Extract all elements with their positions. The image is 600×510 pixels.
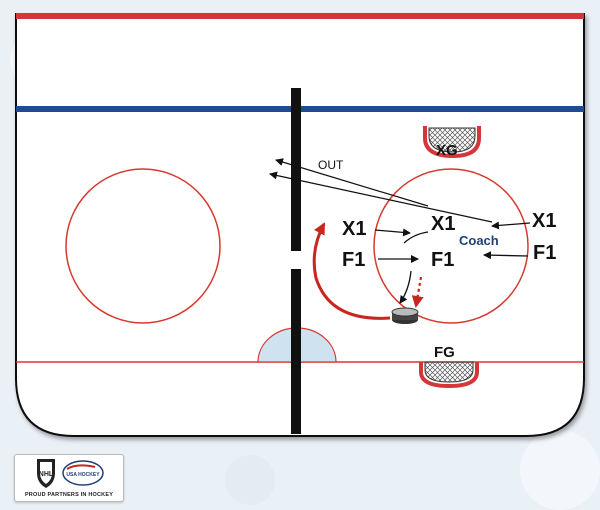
x1-hook-arrow [403, 231, 429, 244]
usa-hockey-text: USA HOCKEY [66, 472, 100, 478]
xg-net-icon [423, 126, 481, 159]
top-red-line [16, 13, 584, 19]
nhl-logo-text: NHL [39, 471, 54, 478]
f1-right-label: F1 [533, 242, 556, 264]
center-divider-bottom [291, 269, 301, 434]
x1-center-label: X1 [431, 213, 455, 235]
f1-to-puck-arrow [399, 270, 412, 304]
f1-right-arrow [483, 251, 529, 260]
fg-net-icon [419, 361, 479, 389]
partners-logo: NHL USA HOCKEY PROUD PARTNERS IN HOCKEY [14, 454, 124, 502]
x1-right-label: X1 [532, 210, 556, 232]
partners-logo-graphics: NHL USA HOCKEY [37, 459, 104, 488]
coach-label: Coach [459, 233, 499, 248]
faceoff-circle-left [65, 168, 221, 324]
logo-caption: PROUD PARTNERS IN HOCKEY [24, 492, 114, 498]
f1-center-label: F1 [431, 249, 454, 271]
xg-label: XG [436, 142, 458, 159]
red-pass-arrow [411, 276, 424, 308]
puck-icon [391, 307, 419, 324]
red-skate-arrow [312, 222, 391, 320]
out-arrow-lower [269, 171, 493, 223]
f1-left-label: F1 [342, 249, 365, 271]
center-divider-top [291, 88, 301, 251]
fg-label: FG [434, 344, 455, 361]
out-arrow-upper [275, 158, 429, 207]
x1-right-arrow [491, 221, 531, 230]
x1-left-arrow [374, 228, 411, 237]
out-label: OUT [318, 158, 344, 172]
x1-left-label: X1 [342, 218, 366, 240]
faceoff-circle-right [373, 168, 529, 324]
